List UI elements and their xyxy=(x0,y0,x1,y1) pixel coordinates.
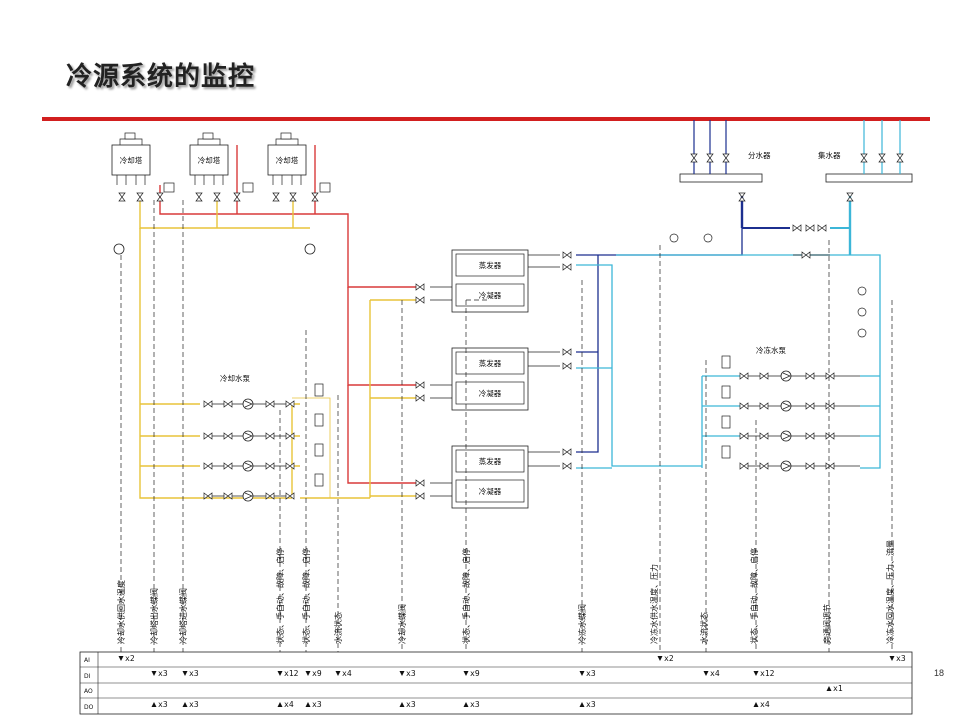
io-count: x2 xyxy=(664,654,674,663)
cooling-towers: 冷却塔 冷却塔 冷却塔 xyxy=(111,132,331,255)
cooling-water-piping xyxy=(139,145,418,499)
signal-label: 状态、手自动、故障、启停 xyxy=(275,548,285,644)
signal-label: 冷却塔进水蝶阀 xyxy=(178,588,188,644)
cooling-tower-label: 冷却塔 xyxy=(276,155,299,165)
signal-label: 冷冻水蝶阀 xyxy=(577,604,587,644)
io-arrow xyxy=(399,671,405,676)
signal-label: 状态、手自动、故障、启停 xyxy=(749,548,759,644)
io-arrow xyxy=(118,656,124,661)
signal-labels: 冷却水供回水温度 冷却塔出水蝶阀 冷却塔进水蝶阀 状态、手自动、故障、启停 状态、手自动… xyxy=(116,540,895,644)
collector-label: 集水器 xyxy=(818,150,841,160)
io-count: x3 xyxy=(586,700,596,709)
io-arrow xyxy=(463,671,469,676)
signal-lines xyxy=(120,200,893,700)
cooling-water-pumps: 冷却水泵 xyxy=(203,373,324,502)
io-count: x3 xyxy=(158,700,168,709)
io-count: x3 xyxy=(312,700,322,709)
condenser-label: 冷凝器 xyxy=(479,290,502,300)
io-count: x4 xyxy=(342,669,352,678)
io-arrow xyxy=(889,656,895,661)
chilled-pump-group-label: 冷冻水泵 xyxy=(756,345,786,355)
io-count: x3 xyxy=(189,700,199,709)
io-count: x4 xyxy=(710,669,720,678)
signal-label: 冷却水供回水温度 xyxy=(116,580,126,644)
title-underline xyxy=(42,117,930,121)
io-row-ai: AI xyxy=(84,657,90,664)
condenser-label: 冷凝器 xyxy=(479,388,502,398)
evaporator-label: 蒸发器 xyxy=(479,260,502,270)
io-count: x2 xyxy=(125,654,135,663)
io-arrow xyxy=(305,671,311,676)
io-count: x4 xyxy=(284,700,294,709)
io-arrow xyxy=(182,671,188,676)
chillers: 蒸发器 冷凝器 蒸发器 冷凝器 蒸发器 冷凝器 xyxy=(415,249,572,509)
chilled-water-piping xyxy=(576,196,881,469)
io-arrow xyxy=(753,702,759,707)
io-count: x9 xyxy=(470,669,480,678)
condenser-label: 冷凝器 xyxy=(479,486,502,496)
signal-label: 冷冻水供水温度、压力 xyxy=(649,564,659,644)
signal-label: 冷冻水回水温度、压力、流量 xyxy=(885,540,895,644)
signal-label: 旁通阀调节 xyxy=(822,604,832,644)
io-count: x9 xyxy=(312,669,322,678)
signal-label: 状态、手自动、故障、启停 xyxy=(301,548,311,644)
io-count: x4 xyxy=(760,700,770,709)
io-count: x3 xyxy=(896,654,906,663)
chilled-water-pumps: 冷冻水泵 xyxy=(721,286,867,472)
signal-label: 冷却塔出水蝶阀 xyxy=(149,588,159,644)
io-arrow xyxy=(579,671,585,676)
cooling-tower-label: 冷却塔 xyxy=(198,155,221,165)
io-arrow xyxy=(399,702,405,707)
signal-label: 水流状态 xyxy=(699,612,709,644)
io-row-ao: AO xyxy=(84,688,93,695)
io-arrow xyxy=(335,671,341,676)
cooling-tower-label: 冷却塔 xyxy=(120,155,143,165)
io-arrow xyxy=(826,686,832,691)
io-count: x3 xyxy=(406,700,416,709)
io-count: x3 xyxy=(158,669,168,678)
io-arrow xyxy=(305,702,311,707)
io-count: x3 xyxy=(406,669,416,678)
page-number: 18 xyxy=(934,668,945,678)
evaporator-label: 蒸发器 xyxy=(479,358,502,368)
cooling-pump-group-label: 冷却水泵 xyxy=(220,373,250,383)
headers: 分水器 集水器 xyxy=(669,120,913,259)
evaporator-label: 蒸发器 xyxy=(479,456,502,466)
io-count: x3 xyxy=(586,669,596,678)
io-count: x3 xyxy=(189,669,199,678)
io-row-di: DI xyxy=(84,673,91,680)
io-arrow xyxy=(703,671,709,676)
io-arrow xyxy=(277,671,283,676)
signal-label: 冷却水蝶阀 xyxy=(397,604,407,644)
distributor-label: 分水器 xyxy=(748,150,771,160)
io-count: x1 xyxy=(833,684,843,693)
io-arrow xyxy=(579,702,585,707)
io-arrow xyxy=(151,671,157,676)
io-arrow xyxy=(657,656,663,661)
io-arrow xyxy=(277,702,283,707)
io-row-do: DO xyxy=(84,704,94,711)
io-counts: x2 x2 x3 x3 x3 x12 x9 x4 x3 x9 x3 x4 x12 x1 x3 x3 x4 x3 x3… xyxy=(118,654,906,709)
io-count: x3 xyxy=(470,700,480,709)
signal-label: 水流状态 xyxy=(333,612,343,644)
io-arrow xyxy=(182,702,188,707)
io-count: x12 xyxy=(760,669,775,678)
io-arrow xyxy=(463,702,469,707)
io-arrow xyxy=(753,671,759,676)
page-title: 冷源系统的监控 xyxy=(66,62,256,92)
io-table: AI DI AO DO xyxy=(79,651,913,715)
signal-label: 状态、手自动、故障、启停 xyxy=(461,548,471,644)
io-arrow xyxy=(151,702,157,707)
io-count: x12 xyxy=(284,669,299,678)
